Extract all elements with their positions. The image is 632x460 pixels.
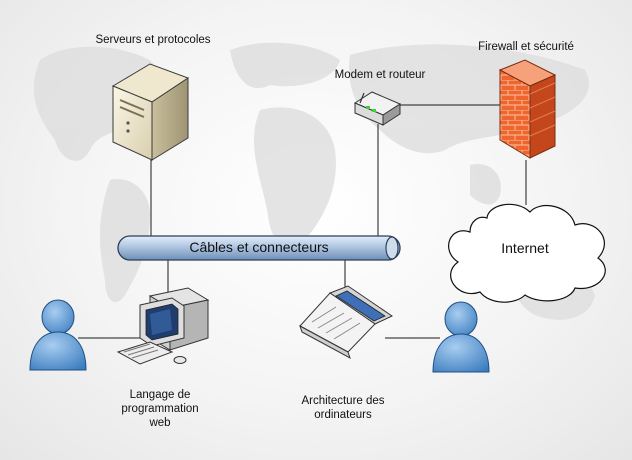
workstation-label: Langage de programmation web	[121, 389, 199, 429]
workstation-icon	[116, 287, 210, 365]
internet-label: Internet	[501, 240, 549, 256]
firewall-label: Firewall et sécurité	[478, 41, 574, 53]
cloud-icon	[448, 203, 606, 303]
server-icon	[111, 63, 190, 161]
laptop-icon	[299, 285, 394, 360]
user-icon-right	[432, 301, 490, 373]
modem-icon	[353, 91, 402, 126]
bus-label: Câbles et connecteurs	[189, 239, 329, 255]
servers-label: Serveurs et protocoles	[95, 34, 211, 46]
user-icon-left	[29, 299, 87, 371]
firewall-icon	[498, 59, 557, 159]
cable-bus-icon	[117, 235, 401, 261]
world-map-background	[33, 42, 595, 320]
laptop-label: Architecture des ordinateurs	[301, 395, 385, 421]
modem-label: Modem et routeur	[334, 69, 426, 81]
